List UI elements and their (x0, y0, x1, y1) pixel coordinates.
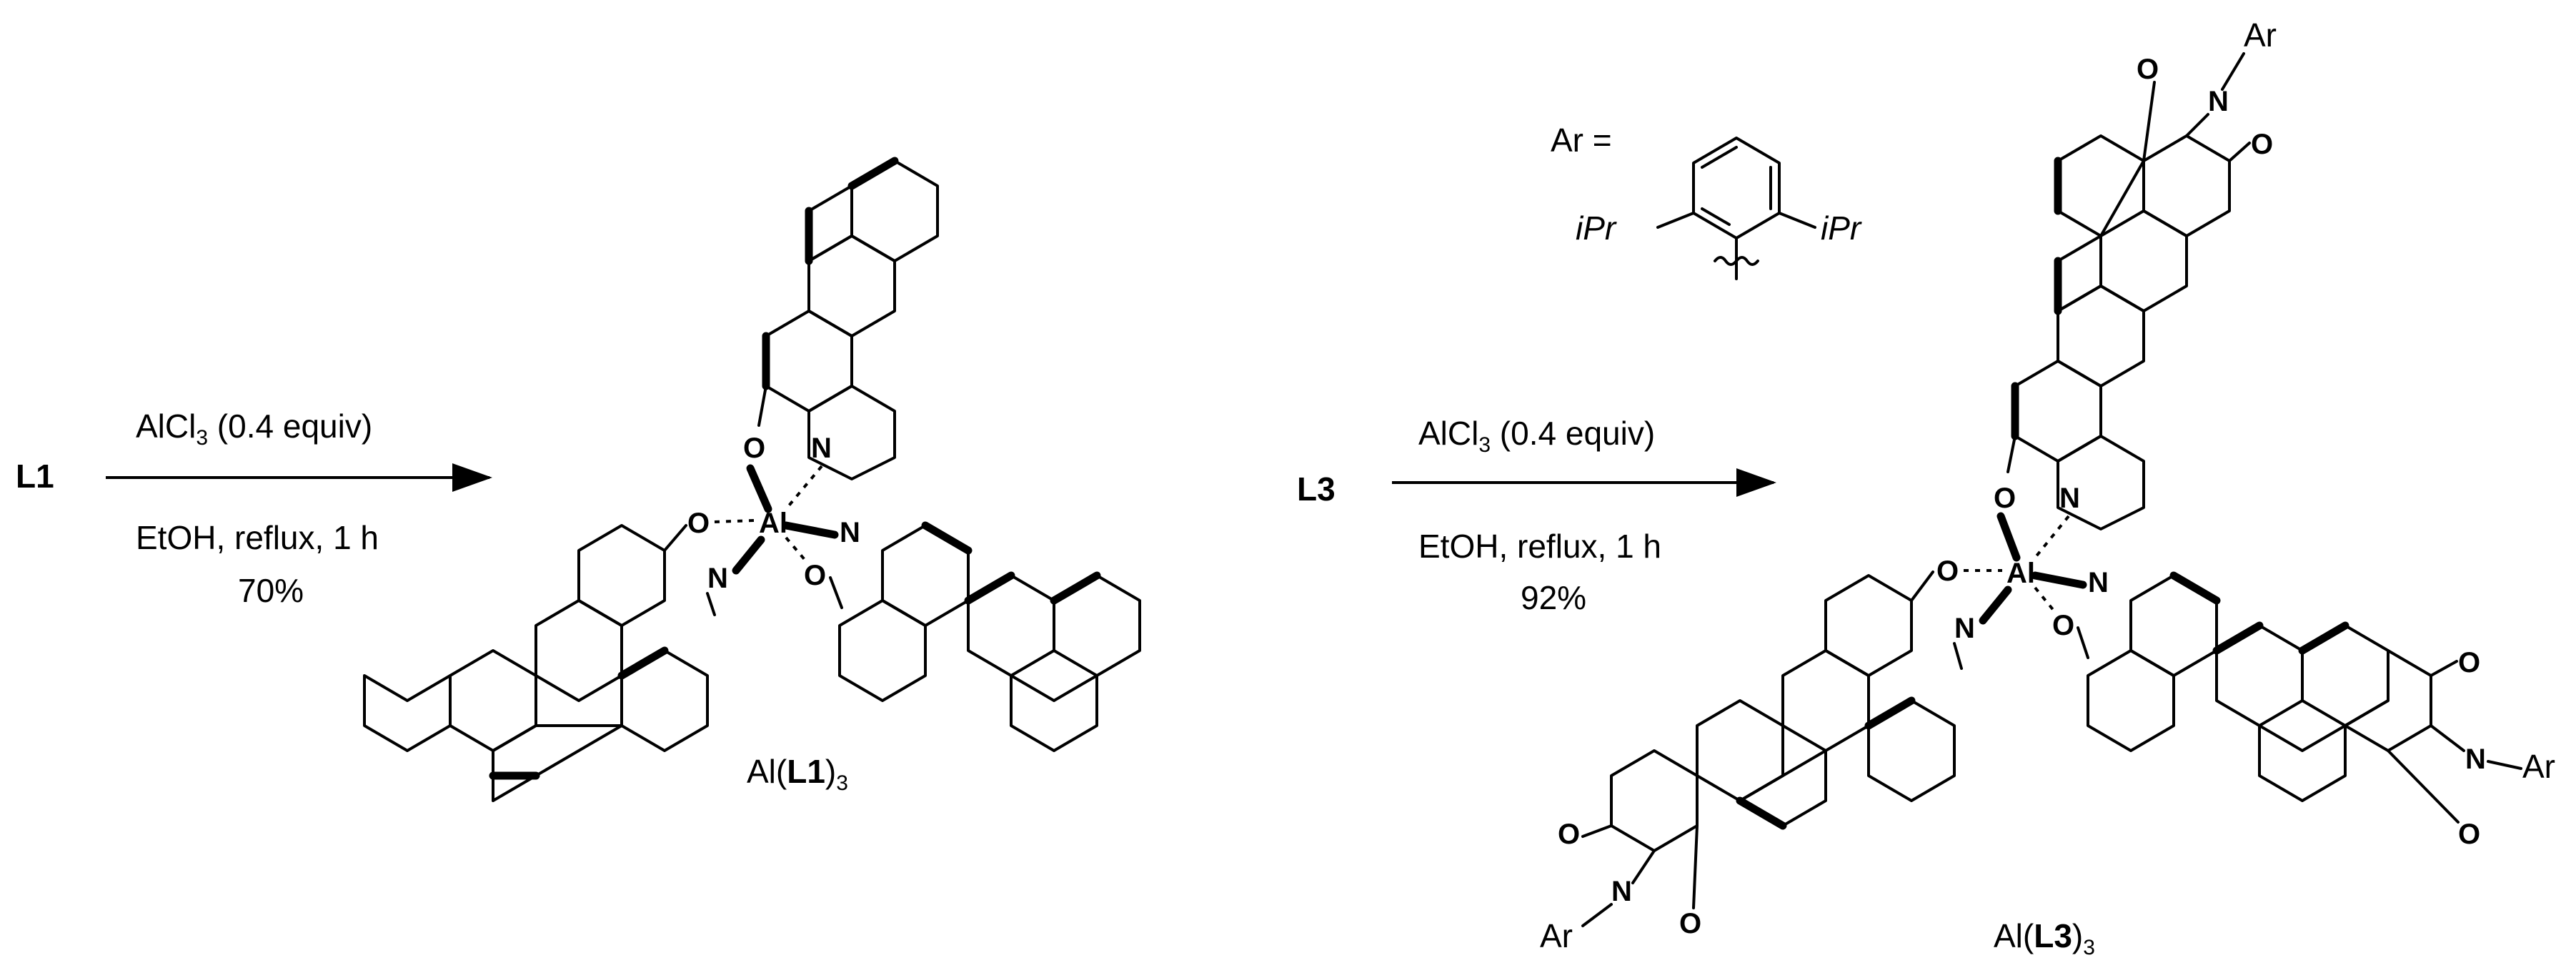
n-atom-imide-left: N (1611, 876, 1632, 907)
o-atom-imide-left-a: O (1558, 819, 1580, 850)
reagent-1: AlCl3 (0.4 equiv) (136, 408, 372, 450)
ligand-top-3: O N O Ar O N (1994, 16, 2277, 562)
ar-label-top: Ar (2244, 16, 2277, 54)
structure-al-l1-3: Al O N O N (363, 157, 1141, 802)
n-atom-top-3: N (2059, 483, 2080, 514)
o-atom-top-1: O (743, 433, 765, 464)
conditions-1: EtOH, reflux, 1 h (136, 519, 379, 556)
ar-equals-label: Ar = (1551, 122, 1612, 159)
reaction-2: L3 AlCl3 (0.4 equiv) EtOH, reflux, 1 h 9… (1297, 415, 1776, 616)
o-atom-right-3: O (2052, 610, 2074, 641)
reactant-l3-label: L3 (1297, 470, 1336, 508)
n-atom-right-3: N (2088, 567, 2109, 598)
reagent-2: AlCl3 (0.4 equiv) (1418, 415, 1655, 457)
n-atom-right-1: N (840, 517, 860, 548)
yield-1: 70% (238, 572, 304, 609)
o-atom-imide-right-a: O (2458, 647, 2480, 678)
product-al-l1-3-label: Al(L1)3 (747, 753, 848, 795)
o-atom-right-1: O (804, 560, 826, 591)
ligand-right-1: N O (782, 517, 1141, 752)
o-atom-imide-top-a: O (2137, 54, 2159, 85)
n-atom-imide-top: N (2208, 86, 2229, 117)
al-atom-2: Al (2006, 558, 2035, 589)
o-atom-imide-right-b: O (2458, 819, 2480, 850)
ar-label-right: Ar (2522, 748, 2555, 785)
ar-label-left: Ar (1540, 917, 1573, 954)
o-atom-left-1: O (687, 508, 710, 539)
ar-definition: Ar = iPr iPr (1551, 122, 1862, 280)
ligand-top-1: O N (743, 157, 939, 513)
ligand-right-3: O N O Ar N O (2031, 567, 2555, 850)
n-atom-imide-right: N (2465, 744, 2486, 775)
n-atom-left-3: N (1954, 613, 1975, 644)
reaction-1: L1 AlCl3 (0.4 equiv) EtOH, reflux, 1 h 7… (16, 408, 492, 609)
ipr-left-label: iPr (1576, 209, 1617, 247)
al-atom-1: Al (759, 508, 787, 539)
product-al-l3-3-label: Al(L3)3 (1994, 917, 2095, 959)
o-atom-left-3: O (1936, 555, 1959, 587)
ligand-left-1: O N (363, 508, 765, 802)
n-atom-left-1: N (707, 563, 728, 594)
structure-al-l3-3: Al O N O Ar O N (1540, 16, 2555, 959)
reactant-l1-label: L1 (16, 458, 54, 495)
o-atom-top-3: O (1994, 483, 2016, 514)
ligand-left-3: O N O Ar O N (1540, 555, 2012, 954)
conditions-2: EtOH, reflux, 1 h (1418, 528, 1661, 565)
n-atom-top-1: N (811, 433, 832, 464)
o-atom-imide-left-b: O (1679, 908, 1701, 939)
yield-2: 92% (1521, 579, 1586, 616)
o-atom-imide-top-b: O (2251, 129, 2273, 160)
ipr-right-label: iPr (1821, 209, 1862, 247)
